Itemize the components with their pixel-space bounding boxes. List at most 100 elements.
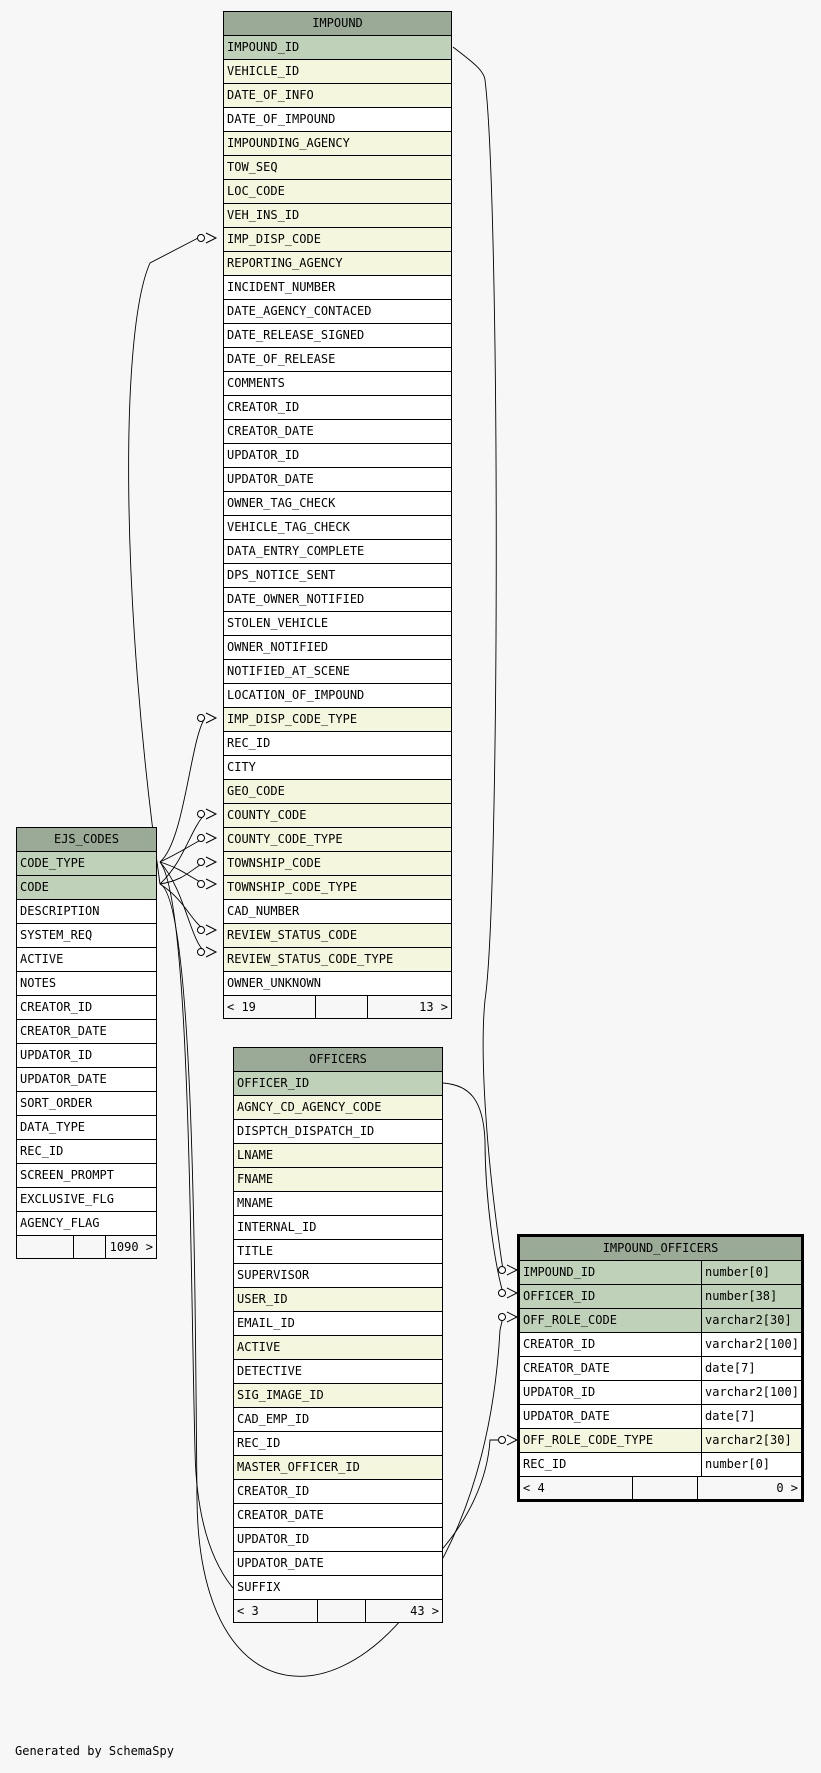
column-row-creator-date[interactable]: CREATOR_DATE [17,1020,156,1044]
footer-spacer[interactable] [315,996,367,1018]
column-row-creator-id[interactable]: CREATOR_ID [234,1480,442,1504]
column-row-fname[interactable]: FNAME [234,1168,442,1192]
footer-children-count[interactable]: < 4 [523,1481,545,1495]
column-row-cad-emp-id[interactable]: CAD_EMP_ID [234,1408,442,1432]
footer-spacer[interactable] [632,1477,697,1499]
column-row-location-of-impound[interactable]: LOCATION_OF_IMPOUND [224,684,451,708]
column-row-supervisor[interactable]: SUPERVISOR [234,1264,442,1288]
column-row-system-req[interactable]: SYSTEM_REQ [17,924,156,948]
footer-children-count[interactable]: < 19 [227,1000,256,1014]
column-row-date-agency-contaced[interactable]: DATE_AGENCY_CONTACED [224,300,451,324]
table-title[interactable]: IMPOUND [224,12,451,36]
column-row-active[interactable]: ACTIVE [234,1336,442,1360]
column-row-updator-id[interactable]: UPDATOR_ID [17,1044,156,1068]
column-row-loc-code[interactable]: LOC_CODE [224,180,451,204]
column-row-owner-unknown[interactable]: OWNER_UNKNOWN [224,972,451,996]
column-row-review-status-code[interactable]: REVIEW_STATUS_CODE [224,924,451,948]
column-row-county-code-type[interactable]: COUNTY_CODE_TYPE [224,828,451,852]
column-row-updator-date[interactable]: UPDATOR_DATE [234,1552,442,1576]
column-row-impounding-agency[interactable]: IMPOUNDING_AGENCY [224,132,451,156]
column-row-master-officer-id[interactable]: MASTER_OFFICER_ID [234,1456,442,1480]
column-row-date-of-release[interactable]: DATE_OF_RELEASE [224,348,451,372]
column-row-creator-id[interactable]: CREATOR_ID [17,996,156,1020]
column-row-vehicle-id[interactable]: VEHICLE_ID [224,60,451,84]
column-row-updator-date[interactable]: UPDATOR_DATE [224,468,451,492]
footer-parents-count[interactable]: 0 > [697,1477,801,1499]
column-row-rec-id[interactable]: REC_ID [17,1140,156,1164]
column-row-screen-prompt[interactable]: SCREEN_PROMPT [17,1164,156,1188]
footer-children-count[interactable]: < 3 [237,1604,259,1618]
table-title[interactable]: EJS_CODES [17,828,156,852]
column-row-lname[interactable]: LNAME [234,1144,442,1168]
column-row-sig-image-id[interactable]: SIG_IMAGE_ID [234,1384,442,1408]
column-row-mname[interactable]: MNAME [234,1192,442,1216]
column-row-creator-date[interactable]: CREATOR_DATE [234,1504,442,1528]
column-row-geo-code[interactable]: GEO_CODE [224,780,451,804]
column-row-rec-id[interactable]: REC_ID [224,732,451,756]
column-row-impound-id[interactable]: IMPOUND_ID [224,36,451,60]
column-row-dps-notice-sent[interactable]: DPS_NOTICE_SENT [224,564,451,588]
column-row-description[interactable]: DESCRIPTION [17,900,156,924]
column-row-owner-notified[interactable]: OWNER_NOTIFIED [224,636,451,660]
column-row-imp-disp-code-type[interactable]: IMP_DISP_CODE_TYPE [224,708,451,732]
column-row-review-status-code-type[interactable]: REVIEW_STATUS_CODE_TYPE [224,948,451,972]
column-row-creator-id[interactable]: CREATOR_ID [224,396,451,420]
column-row-township-code[interactable]: TOWNSHIP_CODE [224,852,451,876]
column-row-comments[interactable]: COMMENTS [224,372,451,396]
footer-spacer[interactable] [73,1236,105,1258]
column-row-date-of-impound[interactable]: DATE_OF_IMPOUND [224,108,451,132]
column-row-township-code-type[interactable]: TOWNSHIP_CODE_TYPE [224,876,451,900]
column-row-notified-at-scene[interactable]: NOTIFIED_AT_SCENE [224,660,451,684]
column-row-user-id[interactable]: USER_ID [234,1288,442,1312]
table-title[interactable]: OFFICERS [234,1048,442,1072]
column-row-updator-id[interactable]: UPDATOR_ID [234,1528,442,1552]
column-row-updator-id[interactable]: UPDATOR_ID [224,444,451,468]
footer-parents-count[interactable]: 1090 > [105,1236,156,1258]
column-row-rec-id[interactable]: REC_ID [234,1432,442,1456]
column-row-email-id[interactable]: EMAIL_ID [234,1312,442,1336]
column-row-veh-ins-id[interactable]: VEH_INS_ID [224,204,451,228]
column-row-exclusive-flg[interactable]: EXCLUSIVE_FLG [17,1188,156,1212]
column-row-data-type[interactable]: DATA_TYPE [17,1116,156,1140]
column-row-date-owner-notified[interactable]: DATE_OWNER_NOTIFIED [224,588,451,612]
column-row-disptch-dispatch-id[interactable]: DISPTCH_DISPATCH_ID [234,1120,442,1144]
column-row-owner-tag-check[interactable]: OWNER_TAG_CHECK [224,492,451,516]
column-row-agency-flag[interactable]: AGENCY_FLAG [17,1212,156,1236]
column-row-agncy-cd-agency-code[interactable]: AGNCY_CD_AGENCY_CODE [234,1096,442,1120]
column-row-notes[interactable]: NOTES [17,972,156,996]
column-row-data-entry-complete[interactable]: DATA_ENTRY_COMPLETE [224,540,451,564]
column-row-county-code[interactable]: COUNTY_CODE [224,804,451,828]
footer-children-count[interactable] [17,1236,73,1258]
footer-spacer[interactable] [317,1600,365,1622]
column-row-updator-date[interactable]: UPDATOR_DATE [17,1068,156,1092]
column-row-active[interactable]: ACTIVE [17,948,156,972]
column-row-officer-id[interactable]: OFFICER_ID [234,1072,442,1096]
footer-parents-count[interactable]: 43 > [365,1600,442,1622]
column-row-title[interactable]: TITLE [234,1240,442,1264]
column-row-code[interactable]: CODE [17,876,156,900]
column-row-date-of-info[interactable]: DATE_OF_INFO [224,84,451,108]
column-row-detective[interactable]: DETECTIVE [234,1360,442,1384]
column-row-city[interactable]: CITY [224,756,451,780]
column-row-internal-id[interactable]: INTERNAL_ID [234,1216,442,1240]
column-row-code-type[interactable]: CODE_TYPE [17,852,156,876]
column-row-date-release-signed[interactable]: DATE_RELEASE_SIGNED [224,324,451,348]
column-row-sort-order[interactable]: SORT_ORDER [17,1092,156,1116]
column-row-creator-date[interactable]: CREATOR_DATE [224,420,451,444]
column-row-incident-number[interactable]: INCIDENT_NUMBER [224,276,451,300]
column-row-suffix[interactable]: SUFFIX [234,1576,442,1600]
column-row-stolen-vehicle[interactable]: STOLEN_VEHICLE [224,612,451,636]
